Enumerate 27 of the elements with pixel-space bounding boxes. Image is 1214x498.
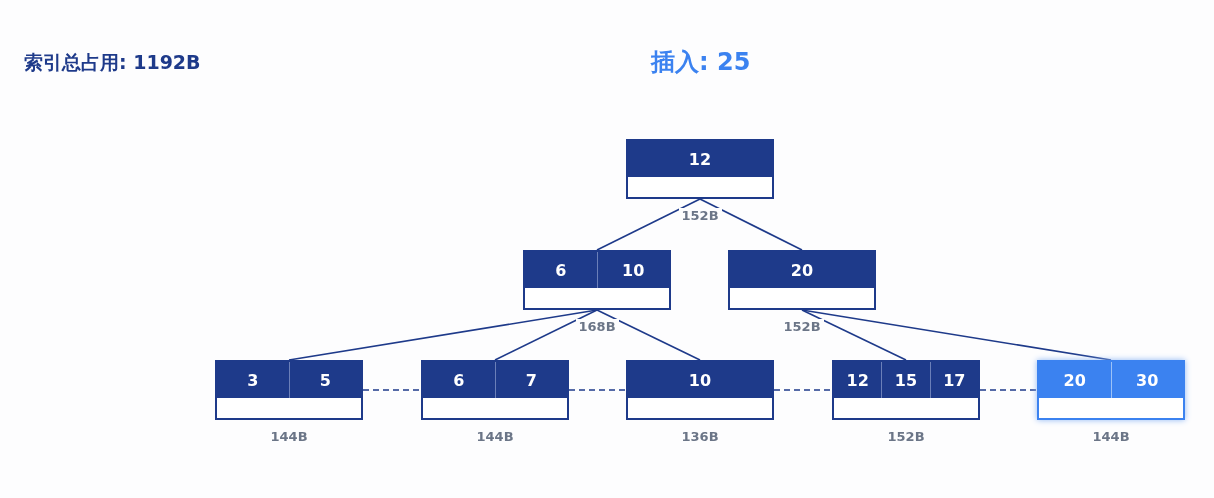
key-cell: 15 (881, 362, 930, 398)
key-cell: 20 (1039, 362, 1111, 398)
sibling-link (568, 389, 627, 391)
key-cell: 5 (288, 362, 361, 398)
sibling-link (773, 389, 833, 391)
key-cell: 12 (628, 141, 772, 177)
size-label: 168B (575, 319, 619, 334)
key-cell: 6 (525, 252, 597, 288)
key-cell: 10 (628, 362, 772, 398)
key-cell: 30 (1110, 362, 1183, 398)
key-cell: 3 (217, 362, 289, 398)
sibling-link (362, 389, 422, 391)
size-label: 152B (678, 208, 722, 223)
sibling-link (979, 389, 1038, 391)
tree-edge (596, 198, 701, 251)
key-cell: 7 (494, 362, 567, 398)
key-cell: 6 (423, 362, 495, 398)
key-cell: 12 (834, 362, 882, 398)
tree-edge (699, 198, 803, 251)
key-cell: 17 (929, 362, 978, 398)
key-cell: 20 (730, 252, 874, 288)
tree-edge (494, 309, 598, 361)
tree-edge (596, 309, 701, 361)
tree-edge (801, 309, 907, 361)
total-size-note: 索引总占用: 1192B (24, 50, 201, 75)
title: 插入: 25 (651, 47, 751, 78)
key-cell: 10 (596, 252, 669, 288)
